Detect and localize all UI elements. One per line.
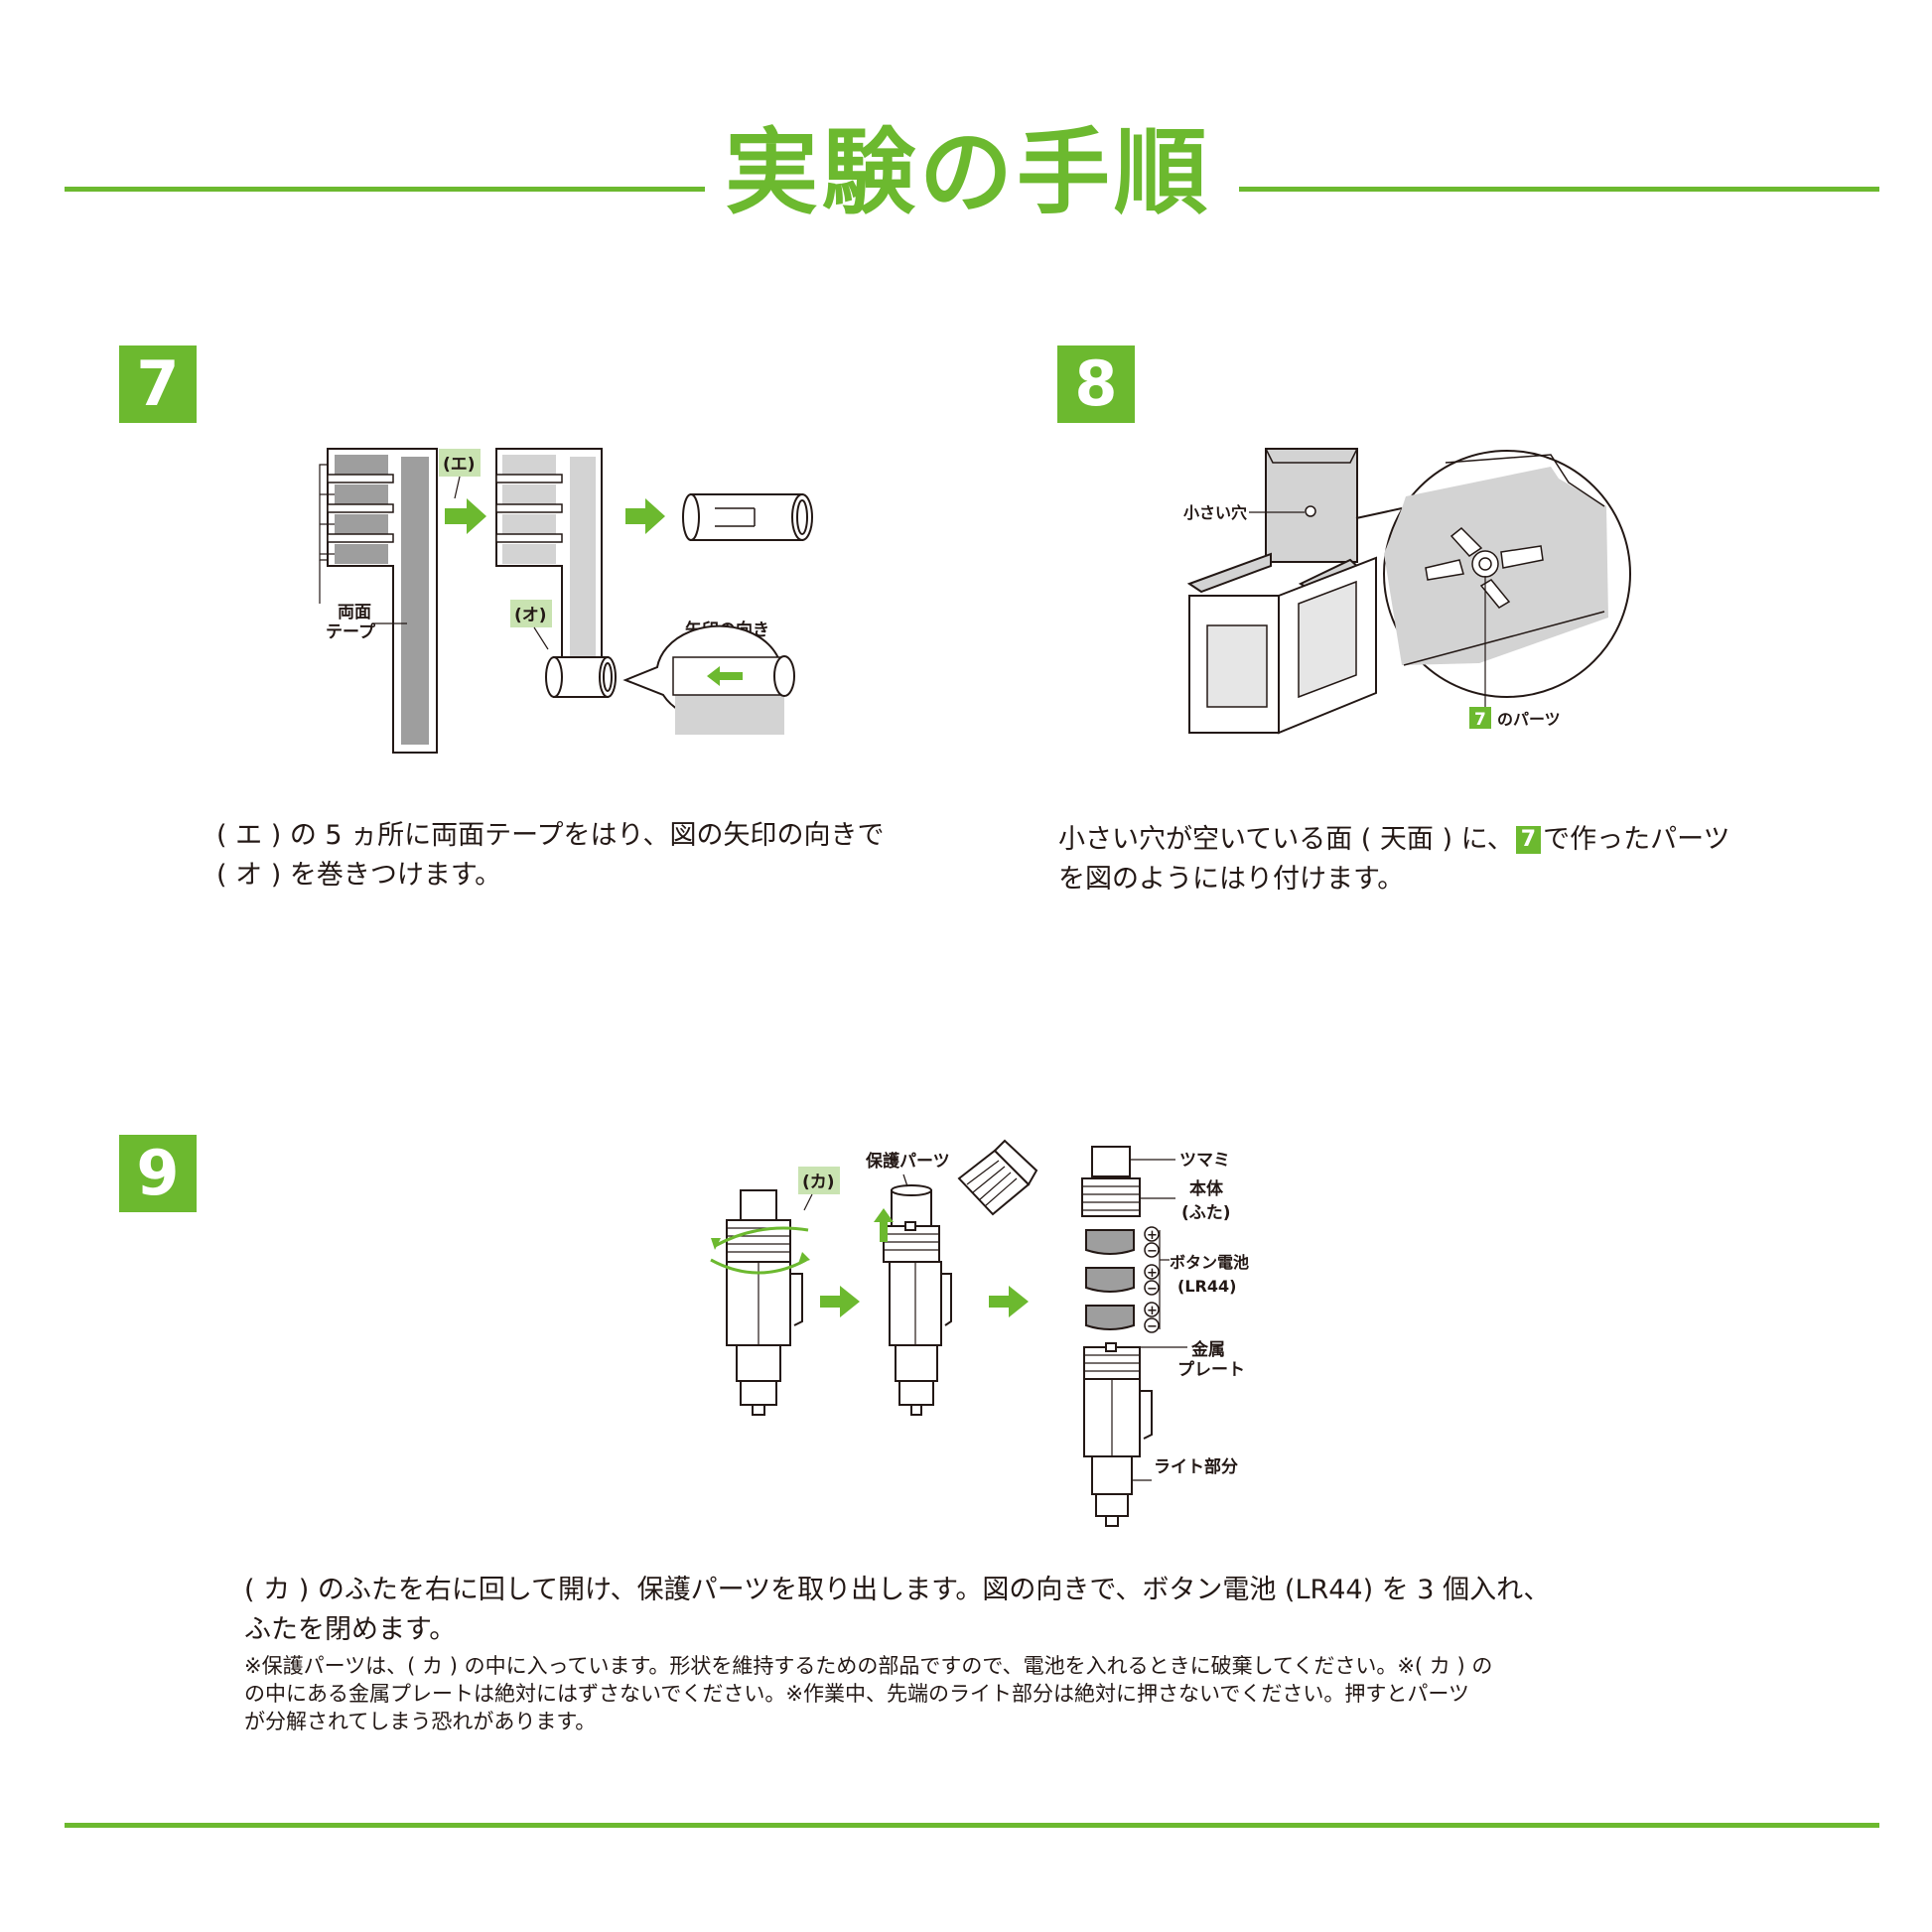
exploded-view — [1081, 1146, 1153, 1527]
label-knob: ツマミ — [1179, 1151, 1230, 1171]
step-9-figure: (カ) 保護パーツ — [710, 1139, 1249, 1527]
tube-result — [682, 493, 813, 541]
header-rule-left — [65, 187, 705, 192]
step-8-caption-line1-a: 小さい穴が空いている面 ( 天面 ) に、 — [1058, 824, 1514, 855]
step-8-caption-line1-b: で作ったパーツ — [1543, 824, 1730, 855]
tape-label-line2: テープ — [326, 621, 376, 642]
arrow-right-3 — [820, 1286, 860, 1317]
page-title: 実験の手順 — [724, 119, 1211, 227]
step-7-caption: ( エ ) の 5 ヵ所に両面テープをはり、図の矢印の向きで ( オ ) を巻き… — [216, 816, 971, 896]
step-9-caption-line2: ふたを閉めます。 — [244, 1614, 457, 1645]
zoom-bubble — [622, 624, 795, 735]
minus-2: − — [1147, 1282, 1158, 1297]
arrow-right-2 — [625, 498, 665, 534]
step-7-caption-line1: ( エ ) の 5 ヵ所に両面テープをはり、図の矢印の向きで — [216, 820, 885, 851]
box-body — [1186, 552, 1377, 735]
label-light: ライト部分 — [1154, 1456, 1238, 1477]
step-9-note-line1: ※保護パーツは、( カ ) の中に入っています。形状を維持するための部品ですので… — [244, 1654, 1493, 1678]
plus-1: + — [1147, 1228, 1158, 1243]
step-7-badge: 7 — [119, 345, 197, 423]
unit-closed — [726, 1189, 803, 1416]
zoom-circle — [1383, 450, 1631, 711]
sheet-after — [495, 448, 603, 676]
step-8-badge: 8 — [1057, 345, 1135, 423]
batteries — [1085, 1229, 1135, 1330]
tape-label-line1: 両面 — [338, 603, 371, 622]
step-8-figure: 小さい穴 7 のパーツ — [1183, 448, 1631, 735]
protect-cap — [957, 1139, 1038, 1216]
minus-3: − — [1147, 1319, 1158, 1334]
step-9-note-line2: の中にある金属プレートは絶対にはずさないでください。※作業中、先端のライト部分は… — [244, 1682, 1469, 1706]
propeller-part — [1425, 526, 1544, 609]
label-ka: (カ) — [802, 1173, 835, 1192]
label-battery-line2: (LR44) — [1177, 1277, 1236, 1296]
unit-open — [883, 1184, 952, 1416]
footer-rule — [65, 1823, 1879, 1828]
plus-3: + — [1147, 1304, 1158, 1318]
step-9-note-line3: が分解されてしまう恐れがあります。 — [244, 1710, 597, 1733]
step-9-caption: ( カ ) のふたを右に回して開け、保護パーツを取り出します。図の向きで、ボタン… — [244, 1571, 1694, 1650]
minus-1: − — [1147, 1244, 1158, 1259]
step-8-caption-line2: を図のようにはり付けます。 — [1058, 864, 1405, 895]
arrow-right-1 — [445, 498, 486, 534]
label-plate-line1: 金属 — [1190, 1339, 1225, 1360]
label-plate-line2: プレート — [1177, 1359, 1245, 1380]
label-e: (エ) — [443, 455, 476, 475]
header-rule-right — [1239, 187, 1879, 192]
plus-2: + — [1147, 1266, 1158, 1281]
label-protect: 保護パーツ — [865, 1151, 950, 1172]
arrow-right-4 — [989, 1286, 1029, 1317]
step-9-badge: 9 — [119, 1135, 197, 1212]
label-o: (オ) — [514, 606, 547, 625]
part-ref-number: 7 — [1474, 710, 1486, 730]
step-8-inline-badge: 7 — [1515, 826, 1542, 854]
step-9-caption-line1: ( カ ) のふたを右に回して開け、保護パーツを取り出します。図の向きで、ボタン… — [244, 1575, 1551, 1605]
polarity-marks — [1144, 1226, 1160, 1333]
label-body-line1: 本体 — [1189, 1178, 1224, 1199]
label-battery-line1: ボタン電池 — [1170, 1253, 1249, 1272]
box-lid — [1265, 448, 1358, 563]
part-ref-text: のパーツ — [1497, 710, 1561, 729]
roll-small — [545, 656, 617, 698]
step-7-figure: 両面 テープ (エ) (オ) — [319, 448, 813, 754]
sheet-before: 両面 テープ — [319, 448, 438, 754]
step-9-note: ※保護パーツは、( カ ) の中に入っています。形状を維持するための部品ですので… — [244, 1652, 1694, 1735]
label-small-hole: 小さい穴 — [1183, 503, 1247, 522]
label-body-line2: (ふた) — [1181, 1203, 1231, 1223]
step-7-caption-line2: ( オ ) を巻きつけます。 — [216, 860, 502, 891]
